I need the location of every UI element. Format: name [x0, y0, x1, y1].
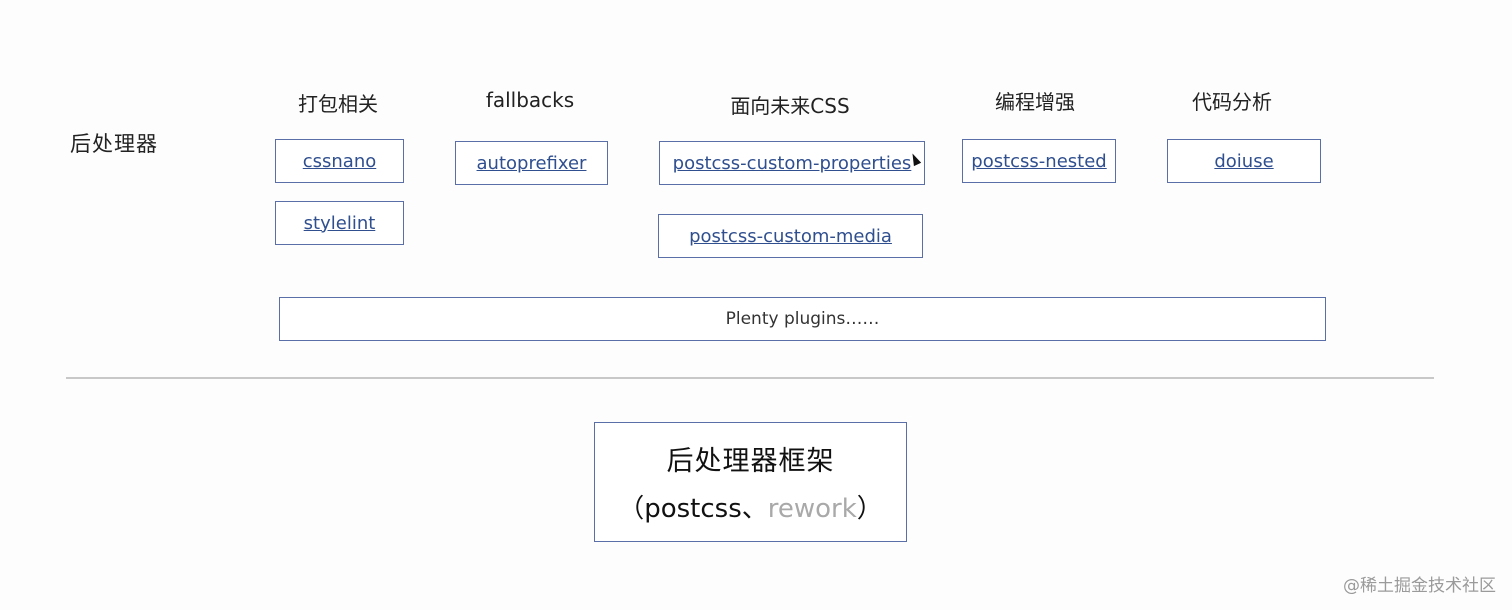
category-bundling-label: 打包相关 [298, 92, 378, 116]
plenty-plugins-label: Plenty plugins…… [725, 309, 880, 329]
plugin-link-cssnano[interactable]: cssnano [302, 150, 377, 172]
framework-rework: rework [767, 494, 857, 524]
plugin-box-doiuse: doiuse [1167, 139, 1321, 183]
category-fallbacks-label: fallbacks [485, 88, 575, 112]
plugin-box-stylelint: stylelint [275, 201, 404, 245]
plugin-box-postcss-custom-properties: postcss-custom-properties [659, 141, 925, 185]
framework-title: 后处理器框架 [666, 446, 835, 477]
framework-postcss: postcss、 [644, 494, 768, 524]
plugin-link-doiuse[interactable]: doiuse [1214, 150, 1274, 172]
watermark: @稀土掘金技术社区 [1343, 576, 1496, 596]
framework-open-paren: （ [618, 494, 645, 524]
plugin-box-cssnano: cssnano [275, 139, 404, 183]
plugin-link-postcss-nested[interactable]: postcss-nested [971, 150, 1107, 172]
plugin-link-autoprefixer[interactable]: autoprefixer [476, 152, 587, 174]
plugin-box-postcss-custom-media: postcss-custom-media [658, 214, 923, 258]
plugin-link-stylelint[interactable]: stylelint [303, 212, 376, 234]
framework-examples: （postcss、rework） [618, 488, 883, 525]
section-label-post-processor: 后处理器 [70, 132, 158, 156]
plugin-link-postcss-custom-properties[interactable]: postcss-custom-properties [672, 152, 912, 174]
category-programming-label: 编程增强 [995, 90, 1075, 114]
framework-box: 后处理器框架 （postcss、rework） [594, 422, 907, 542]
category-future-css-label: 面向未来CSS [730, 94, 850, 118]
category-analysis-label: 代码分析 [1192, 90, 1272, 114]
section-divider [66, 377, 1434, 379]
plugin-box-postcss-nested: postcss-nested [962, 139, 1116, 183]
plugin-box-autoprefixer: autoprefixer [455, 141, 608, 185]
framework-close-paren: ） [856, 494, 883, 524]
plugin-link-postcss-custom-media[interactable]: postcss-custom-media [689, 225, 892, 247]
plenty-plugins-bar: Plenty plugins…… [279, 297, 1326, 341]
